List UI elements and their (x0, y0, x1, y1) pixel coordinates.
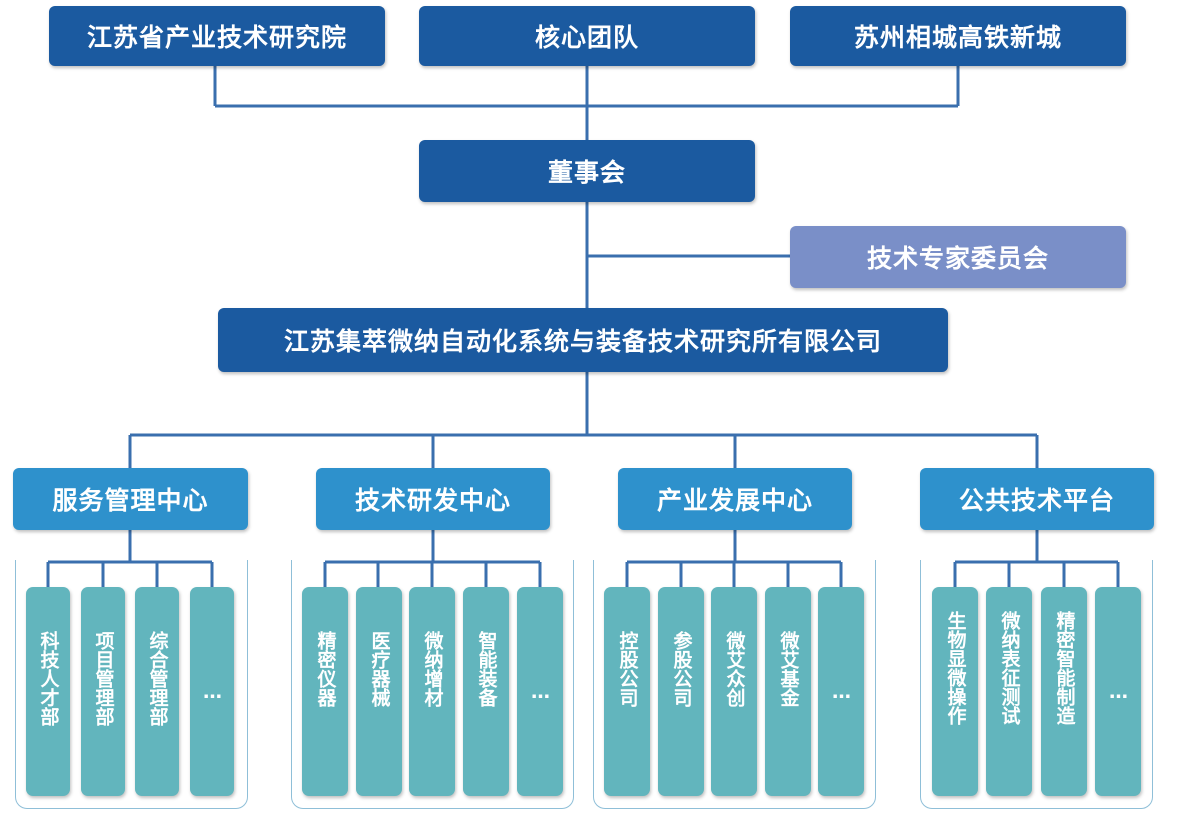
leaf-holding-company: 控股公司 (604, 587, 650, 796)
leaf-more-platform: … (1095, 587, 1141, 796)
leaf-general-dept: 综合管理部 (135, 587, 179, 796)
leaf-micro-nano-am: 微纳增材 (409, 587, 455, 796)
leaf-more-industry: … (818, 587, 864, 796)
leaf-precision-smart-mfg: 精密智能制造 (1041, 587, 1087, 796)
group-frame-rnd (291, 560, 574, 809)
leaf-weiai-incubator: 微艾众创 (711, 587, 757, 796)
board-node: 董事会 (419, 140, 755, 202)
leaf-more-rnd: … (517, 587, 563, 796)
group-frame-service (15, 560, 248, 809)
leaf-precision-instruments: 精密仪器 (302, 587, 348, 796)
leaf-smart-equipment: 智能装备 (463, 587, 509, 796)
committee-node: 技术专家委员会 (790, 226, 1126, 288)
leaf-talent-dept: 科技人才部 (26, 587, 70, 796)
leaf-project-dept: 项目管理部 (81, 587, 125, 796)
leaf-more-service: … (190, 587, 234, 796)
leaf-bio-micromanipulation: 生物显微操作 (932, 587, 978, 796)
company-node: 江苏集萃微纳自动化系统与装备技术研究所有限公司 (218, 308, 948, 372)
group-frame-platform (920, 560, 1153, 809)
group-frame-industry (593, 560, 876, 809)
top-node-xiangcheng: 苏州相城高铁新城 (790, 6, 1126, 66)
leaf-weiai-fund: 微艾基金 (765, 587, 811, 796)
top-node-jitri: 江苏省产业技术研究院 (49, 6, 385, 66)
center-platform: 公共技术平台 (920, 468, 1154, 530)
center-service: 服务管理中心 (13, 468, 248, 530)
top-node-core-team: 核心团队 (419, 6, 755, 66)
leaf-micro-nano-testing: 微纳表征测试 (986, 587, 1032, 796)
leaf-medical-devices: 医疗器械 (356, 587, 402, 796)
center-rnd: 技术研发中心 (316, 468, 550, 530)
leaf-equity-company: 参股公司 (658, 587, 704, 796)
center-industry: 产业发展中心 (618, 468, 852, 530)
